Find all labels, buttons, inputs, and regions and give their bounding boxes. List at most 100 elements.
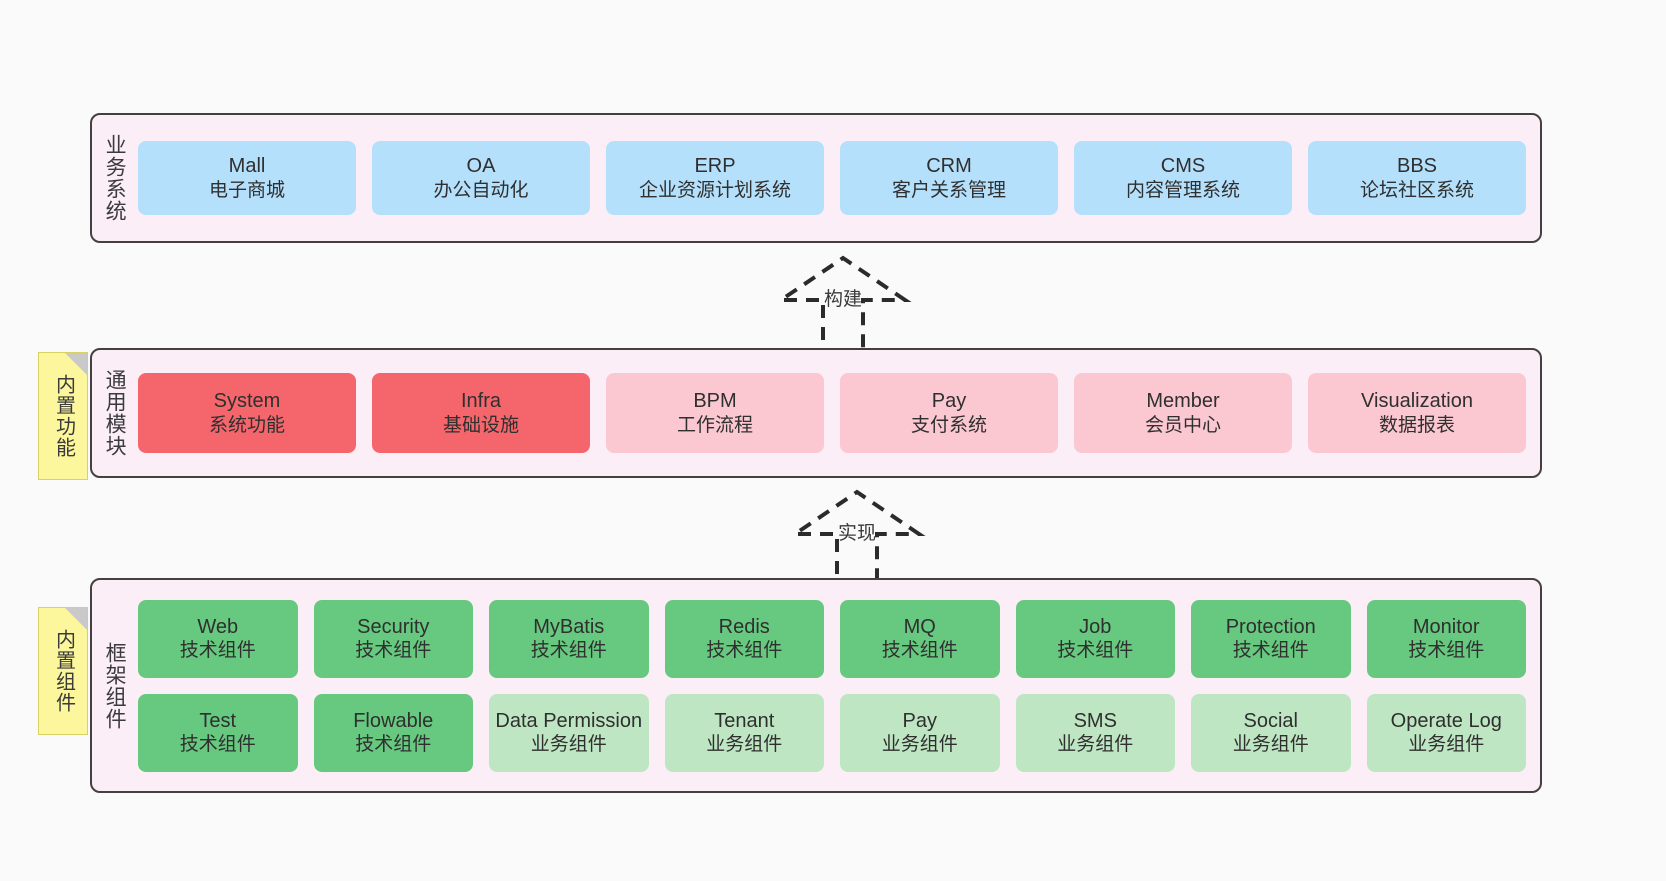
tier-row: Test 技术组件 Flowable 技术组件 Data Permission … xyxy=(138,693,1526,772)
node-title: Infra xyxy=(460,390,502,413)
node-subtitle: 技术组件 xyxy=(1408,640,1485,662)
node-protection[interactable]: Protection 技术组件 xyxy=(1191,599,1351,678)
node-title: Member xyxy=(1146,390,1220,413)
dashed-hollow-arrow-up-icon xyxy=(774,255,912,362)
sticky-tag-label: 内置功能 xyxy=(52,374,75,458)
node-bbs[interactable]: BBS 论坛社区系统 xyxy=(1308,141,1526,215)
node-mall[interactable]: Mall 电子商城 xyxy=(138,141,356,215)
node-title: Pay xyxy=(902,709,937,732)
node-subtitle: 数据报表 xyxy=(1378,414,1455,436)
node-subtitle: 业务组件 xyxy=(706,734,783,756)
node-title: Test xyxy=(199,709,237,732)
node-subtitle: 技术组件 xyxy=(1232,640,1309,662)
node-title: Job xyxy=(1079,615,1112,638)
node-title: Visualization xyxy=(1361,390,1473,413)
node-subtitle: 技术组件 xyxy=(706,640,783,662)
node-subtitle: 会员中心 xyxy=(1144,414,1221,436)
node-system[interactable]: System 系统功能 xyxy=(138,373,356,453)
node-title: CRM xyxy=(926,155,972,178)
node-pay[interactable]: Pay 支付系统 xyxy=(840,373,1058,453)
connector-label: 实现 xyxy=(837,523,876,544)
tier-body-business-systems: Mall 电子商城 OA 办公自动化 ERP 企业资源计划系统 CRM 客户关系… xyxy=(136,115,1540,241)
node-subtitle: 办公自动化 xyxy=(433,179,529,201)
node-title: Mall xyxy=(228,155,266,178)
node-bpm[interactable]: BPM 工作流程 xyxy=(606,373,824,453)
node-title: Pay xyxy=(931,390,967,413)
node-subtitle: 业务组件 xyxy=(530,734,607,756)
node-title: Web xyxy=(197,615,239,638)
node-title: CMS xyxy=(1160,155,1206,178)
sticky-tag-builtin-features: 内置功能 xyxy=(38,352,88,480)
node-pay-business[interactable]: Pay 业务组件 xyxy=(840,693,1000,772)
node-mybatis[interactable]: MyBatis 技术组件 xyxy=(489,599,649,678)
node-subtitle: 论坛社区系统 xyxy=(1359,179,1474,201)
tier-label-framework-components: 框架组件 xyxy=(103,641,127,730)
node-operate-log[interactable]: Operate Log 业务组件 xyxy=(1366,693,1526,772)
node-title: Flowable xyxy=(353,709,434,732)
node-subtitle: 技术组件 xyxy=(355,640,432,662)
node-data-permission[interactable]: Data Permission 业务组件 xyxy=(489,693,649,772)
node-subtitle: 客户关系管理 xyxy=(891,179,1006,201)
connector-label: 构建 xyxy=(823,289,862,310)
folded-corner-icon xyxy=(65,608,87,630)
tier-body-framework-components: Web 技术组件 Security 技术组件 MyBatis 技术组件 Redi… xyxy=(136,580,1540,791)
node-subtitle: 技术组件 xyxy=(1057,640,1134,662)
node-subtitle: 内容管理系统 xyxy=(1125,179,1240,201)
node-title: Social xyxy=(1243,709,1298,732)
node-subtitle: 支付系统 xyxy=(910,414,987,436)
connector-implement: 实现 xyxy=(757,486,957,596)
sticky-tag-label: 内置组件 xyxy=(52,629,75,713)
node-crm[interactable]: CRM 客户关系管理 xyxy=(840,141,1058,215)
node-social[interactable]: Social 业务组件 xyxy=(1191,693,1351,772)
node-infra[interactable]: Infra 基础设施 xyxy=(372,373,590,453)
node-redis[interactable]: Redis 技术组件 xyxy=(664,599,824,678)
node-oa[interactable]: OA 办公自动化 xyxy=(372,141,590,215)
node-title: System xyxy=(213,390,281,413)
node-mq[interactable]: MQ 技术组件 xyxy=(840,599,1000,678)
tier-common-modules: 通用模块 System 系统功能 Infra 基础设施 BPM 工作流程 Pay… xyxy=(90,348,1542,478)
tier-label-common-modules: 通用模块 xyxy=(103,369,127,457)
node-flowable[interactable]: Flowable 技术组件 xyxy=(313,693,473,772)
node-title: BPM xyxy=(693,390,737,413)
node-member[interactable]: Member 会员中心 xyxy=(1074,373,1292,453)
node-title: Redis xyxy=(718,615,770,638)
node-title: Protection xyxy=(1225,615,1316,638)
node-web[interactable]: Web 技术组件 xyxy=(138,599,298,678)
node-subtitle: 电子商城 xyxy=(208,179,285,201)
node-visualization[interactable]: Visualization 数据报表 xyxy=(1308,373,1526,453)
node-title: MyBatis xyxy=(533,615,605,638)
node-test[interactable]: Test 技术组件 xyxy=(138,693,298,772)
node-subtitle: 业务组件 xyxy=(1057,734,1134,756)
node-title: MQ xyxy=(903,615,936,638)
node-cms[interactable]: CMS 内容管理系统 xyxy=(1074,141,1292,215)
node-subtitle: 技术组件 xyxy=(179,640,256,662)
node-title: Operate Log xyxy=(1390,709,1502,732)
node-subtitle: 业务组件 xyxy=(1232,734,1309,756)
tier-row: Web 技术组件 Security 技术组件 MyBatis 技术组件 Redi… xyxy=(138,599,1526,678)
tier-row: Mall 电子商城 OA 办公自动化 ERP 企业资源计划系统 CRM 客户关系… xyxy=(138,141,1526,215)
tier-framework-components: 框架组件 Web 技术组件 Security 技术组件 MyBatis 技术组件… xyxy=(90,578,1542,793)
node-tenant[interactable]: Tenant 业务组件 xyxy=(664,693,824,772)
node-subtitle: 技术组件 xyxy=(530,640,607,662)
node-sms[interactable]: SMS 业务组件 xyxy=(1015,693,1175,772)
tier-business-systems: 业务系统 Mall 电子商城 OA 办公自动化 ERP 企业资源计划系统 CRM… xyxy=(90,113,1542,243)
node-subtitle: 系统功能 xyxy=(208,414,285,436)
node-subtitle: 业务组件 xyxy=(881,734,958,756)
node-subtitle: 工作流程 xyxy=(676,414,753,436)
node-title: Monitor xyxy=(1412,615,1480,638)
node-title: SMS xyxy=(1073,709,1117,732)
node-title: Security xyxy=(357,615,430,638)
node-subtitle: 技术组件 xyxy=(179,734,256,756)
folded-corner-icon xyxy=(65,353,87,375)
node-subtitle: 基础设施 xyxy=(442,414,519,436)
node-monitor[interactable]: Monitor 技术组件 xyxy=(1366,599,1526,678)
sticky-tag-builtin-components: 内置组件 xyxy=(38,607,88,735)
node-erp[interactable]: ERP 企业资源计划系统 xyxy=(606,141,824,215)
connector-build: 构建 xyxy=(743,252,943,362)
tier-row: System 系统功能 Infra 基础设施 BPM 工作流程 Pay 支付系统… xyxy=(138,373,1526,453)
node-job[interactable]: Job 技术组件 xyxy=(1015,599,1175,678)
node-subtitle: 技术组件 xyxy=(881,640,958,662)
node-security[interactable]: Security 技术组件 xyxy=(313,599,473,678)
node-subtitle: 业务组件 xyxy=(1408,734,1485,756)
